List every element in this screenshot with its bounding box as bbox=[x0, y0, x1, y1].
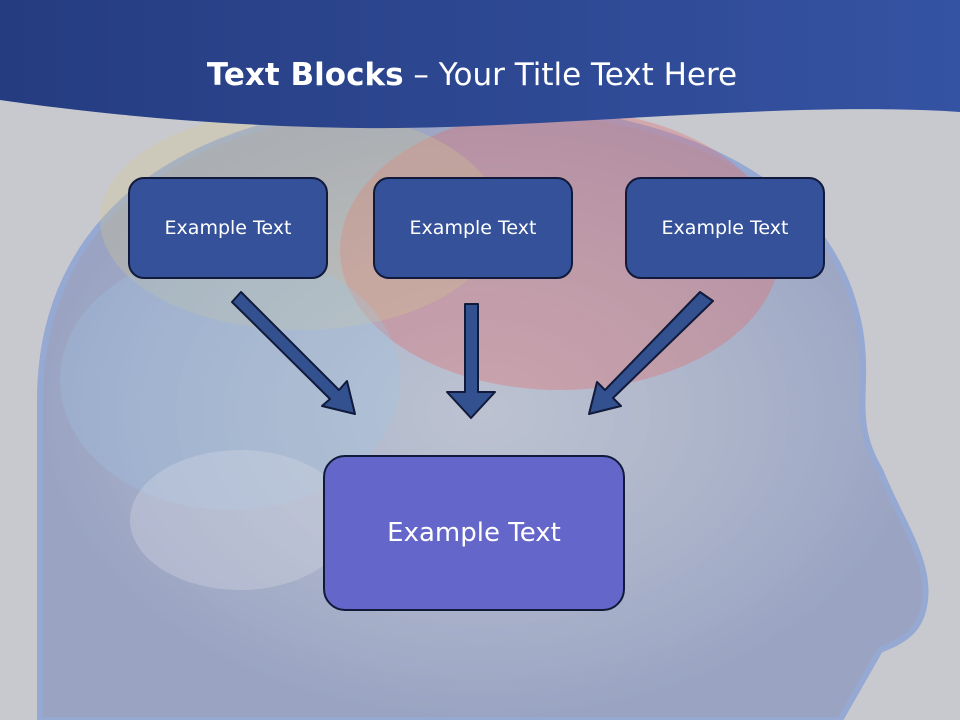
text-block-center: Example Text bbox=[373, 177, 573, 279]
text-block-left: Example Text bbox=[128, 177, 328, 279]
arrow-right-diagonal bbox=[588, 291, 714, 415]
cerebellum bbox=[130, 450, 350, 590]
brain-temporal-region bbox=[60, 250, 400, 510]
slide-title: Text Blocks – Your Title Text Here bbox=[0, 54, 944, 96]
title-separator: – bbox=[403, 57, 439, 93]
title-bold-text: Text Blocks bbox=[206, 57, 404, 93]
result-text-block: Example Text bbox=[323, 455, 625, 611]
text-block-right: Example Text bbox=[625, 177, 825, 279]
arrow-center-down bbox=[446, 303, 496, 419]
title-rest-text: Your Title Text Here bbox=[438, 57, 738, 93]
arrow-left-diagonal bbox=[231, 291, 356, 415]
header-band bbox=[0, 0, 960, 129]
